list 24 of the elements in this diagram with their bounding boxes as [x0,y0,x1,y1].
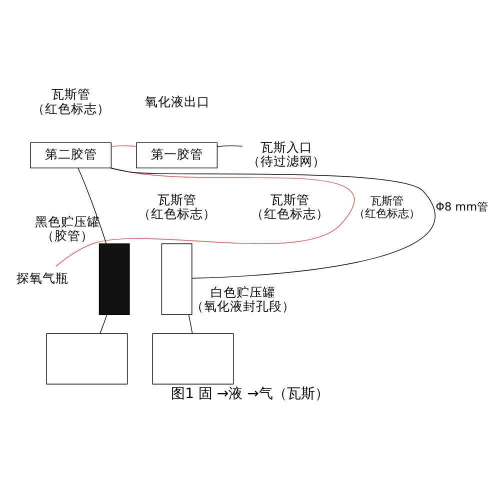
node-label: 黑色贮压罐（胶管） [34,214,100,243]
label: 瓦斯管（红色标志） [250,192,329,222]
label: 氧化液出口 [145,94,210,109]
connector [110,168,434,279]
node-box [161,243,192,315]
node-text: 探氧气瓶 [16,270,69,286]
node-text: 瓦斯入口（待过滤网） [247,139,326,168]
edge-label: 瓦斯管（红色标志） [354,194,420,220]
node-box [152,333,234,384]
node-box: 第一胶管 [136,142,218,168]
label: 瓦斯管（红色标志） [32,86,110,116]
connector [100,314,108,334]
connector [78,168,107,244]
connector [110,145,137,147]
node-box [98,243,130,315]
edge-label: Φ8 mm管 [436,200,488,214]
connector [55,168,354,267]
connector [216,145,243,147]
node-box: 第二胶管 [30,142,112,168]
connector [188,314,193,334]
node-label: 白色贮压罐（氧化液封孔段） [190,284,295,314]
label: 瓦斯管（红色标志） [138,192,216,222]
caption: 图1 固 →液 →气（瓦斯） [171,386,329,402]
node-box [46,333,128,384]
